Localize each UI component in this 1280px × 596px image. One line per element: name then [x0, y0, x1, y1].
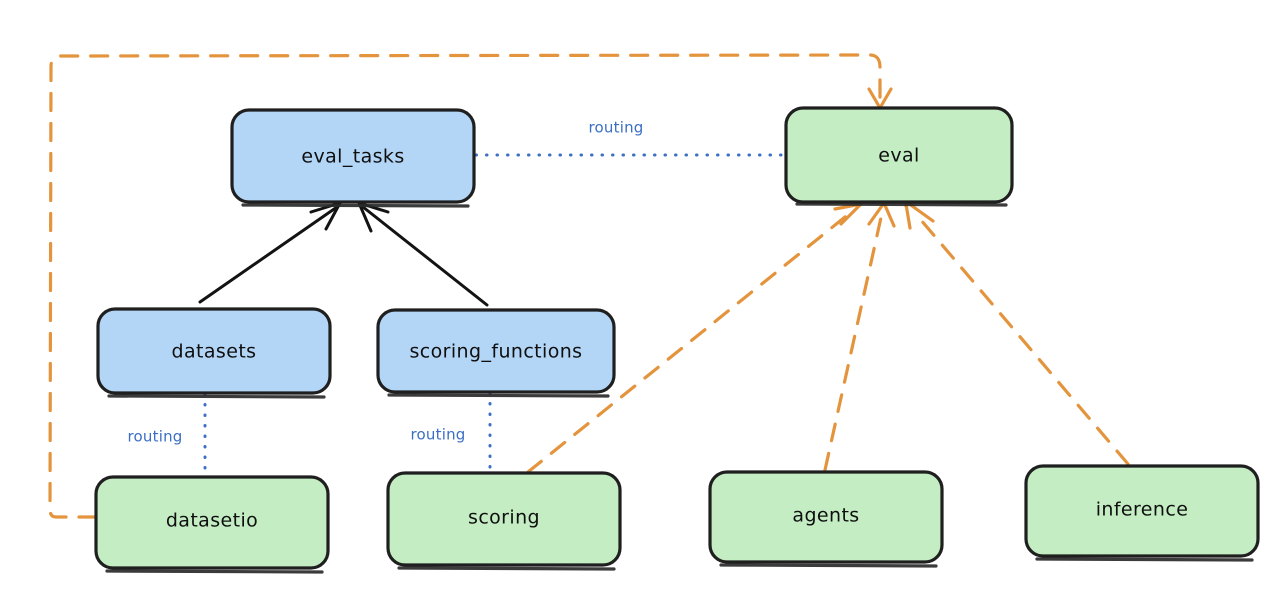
node-agents-box — [708, 470, 944, 564]
node-eval-tasks-label: eval_tasks — [301, 146, 404, 168]
node-eval-box — [784, 106, 1014, 204]
edge-datasets-eval-tasks[interactable] — [198, 201, 342, 304]
edge-scoring-functions-scoring[interactable]: routing — [411, 391, 492, 474]
edge-agents-eval[interactable] — [823, 201, 896, 472]
node-scoring-functions-label: scoring_functions — [410, 341, 583, 363]
node-inference-shadow — [1035, 557, 1254, 562]
node-datasets-shadow — [107, 394, 326, 399]
node-datasetio-box — [94, 475, 330, 570]
edge-label-routing-datasets: routing — [128, 428, 183, 446]
node-scoring-shadow — [397, 566, 616, 571]
node-inference-box — [1024, 464, 1260, 558]
edge-label-routing-eval-tasks: routing — [589, 119, 644, 137]
edge-datasetio-eval-path — [48, 53, 882, 519]
node-datasetio-shadow — [105, 569, 324, 574]
node-inference-label: inference — [1096, 499, 1189, 521]
node-scoring-functions-shadow — [387, 393, 610, 398]
edge-inference-eval[interactable] — [904, 201, 1130, 466]
node-datasets-label: datasets — [172, 341, 257, 363]
edge-datasets-datasetio[interactable]: routing — [128, 392, 207, 478]
node-datasets[interactable]: datasets — [96, 307, 332, 399]
node-agents[interactable]: agents — [708, 470, 944, 568]
node-agents-label: agents — [792, 505, 859, 527]
node-scoring-functions[interactable]: scoring_functions — [376, 308, 616, 398]
node-eval-tasks-shadow — [241, 203, 470, 208]
node-scoring[interactable]: scoring — [386, 471, 622, 571]
node-eval[interactable]: eval — [784, 106, 1014, 207]
node-inference[interactable]: inference — [1024, 464, 1260, 562]
node-eval-shadow — [795, 202, 1008, 207]
node-scoring-box — [386, 471, 622, 567]
node-scoring-label: scoring — [468, 507, 540, 529]
node-agents-shadow — [719, 563, 938, 568]
routing-edges-group: routing routing routing — [128, 119, 786, 478]
node-scoring-functions-box — [376, 308, 616, 394]
edge-scoring-functions-eval-tasks-path — [361, 205, 489, 307]
edge-scoring-functions-eval-tasks[interactable] — [357, 201, 489, 307]
nodes-group: eval_tasks eval datasets scoring_functio… — [94, 106, 1260, 574]
edge-datasets-eval-tasks-path — [198, 205, 339, 304]
node-datasets-box — [96, 307, 332, 395]
node-eval-label: eval — [878, 145, 919, 167]
node-eval-tasks[interactable]: eval_tasks — [230, 108, 476, 208]
edge-agents-eval-path — [823, 211, 884, 472]
edge-label-routing-scoring-functions: routing — [411, 426, 466, 444]
node-datasetio[interactable]: datasetio — [94, 475, 330, 574]
edge-eval-tasks-eval[interactable]: routing — [474, 119, 786, 157]
edge-inference-eval-path — [913, 211, 1130, 466]
edge-scoring-eval-path — [526, 211, 852, 474]
edge-inference-eval-arrowhead-2 — [904, 202, 912, 230]
node-eval-tasks-box — [230, 108, 476, 204]
dependency-edges-group — [48, 53, 1130, 519]
solid-edges-group — [198, 201, 489, 307]
node-datasetio-label: datasetio — [166, 510, 258, 532]
